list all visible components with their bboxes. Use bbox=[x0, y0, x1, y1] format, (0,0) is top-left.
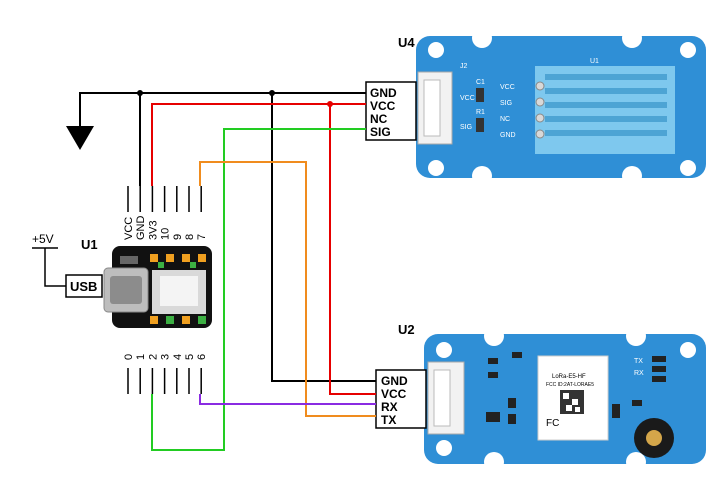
u2-pin-tx: TX bbox=[381, 413, 396, 427]
u2-ref-label: U2 bbox=[398, 322, 415, 337]
u4-sensor-label: U1 bbox=[590, 58, 599, 65]
u4-r1-label: R1 bbox=[476, 109, 485, 116]
u1-top-pin-label: 3V3 bbox=[147, 220, 159, 240]
u4-j2-label: J2 bbox=[460, 63, 468, 70]
u1-bottom-pin-label: 1 bbox=[135, 354, 147, 360]
u4-pin-nc: NC bbox=[370, 112, 388, 126]
u1-top-pin-label: VCC bbox=[123, 217, 135, 240]
power-wire bbox=[44, 248, 66, 287]
vcc-net bbox=[151, 101, 376, 395]
u2-pin-rx: RX bbox=[381, 400, 398, 414]
u4-pin-gnd: GND bbox=[370, 86, 397, 100]
u2-led-tx: TX bbox=[634, 358, 643, 365]
u4-c1-label: C1 bbox=[476, 79, 485, 86]
u4-board-pin: GND bbox=[500, 132, 516, 139]
u2-board-image: LoRa-E5-HF FCC ID:2AT-LORAE5 FC TX RX bbox=[424, 326, 706, 472]
u4-board-image: J2 C1 R1 U1 VCC SIG NC GND VCC SIG bbox=[416, 28, 706, 186]
u1-top-pin-label: 8 bbox=[184, 234, 196, 240]
u4-pin-vcc: VCC bbox=[370, 99, 396, 113]
u1-bottom-pin-label: 4 bbox=[172, 354, 184, 360]
u4-pin-sig: SIG bbox=[370, 125, 391, 139]
u2-fc-mark: FC bbox=[546, 418, 559, 429]
u4-pin-header bbox=[365, 81, 417, 141]
u4-board-pin: VCC bbox=[500, 84, 515, 91]
svg-text:VCC: VCC bbox=[460, 95, 475, 102]
u1-bottom-pin-label: 3 bbox=[160, 354, 172, 360]
u4-ref-label: U4 bbox=[398, 35, 415, 50]
u1-board-image bbox=[103, 246, 212, 328]
svg-text:SIG: SIG bbox=[460, 124, 472, 131]
u4-board-pin: SIG bbox=[500, 100, 512, 107]
u1-bottom-pin-label: 5 bbox=[184, 354, 196, 360]
u1-top-pin-label: 10 bbox=[160, 228, 172, 240]
u4-board-pin: NC bbox=[500, 116, 510, 123]
tx-wire bbox=[199, 161, 376, 417]
u1-top-pin-stubs bbox=[127, 186, 202, 212]
u1-usb-label: USB bbox=[70, 279, 97, 294]
u1-bottom-pin-label: 0 bbox=[123, 354, 135, 360]
u1-top-pin-label: 9 bbox=[172, 234, 184, 240]
junction-dot bbox=[269, 90, 275, 96]
u2-module-label: LoRa-E5-HF bbox=[552, 374, 586, 380]
u1-bottom-pin-label: 2 bbox=[147, 354, 159, 360]
power-label: +5V bbox=[32, 232, 54, 246]
u2-pin-header bbox=[375, 369, 427, 429]
sig-wire bbox=[151, 128, 366, 451]
junction-dot bbox=[137, 90, 143, 96]
u2-pin-vcc: VCC bbox=[381, 387, 407, 401]
u1-top-pin-label: 7 bbox=[196, 234, 208, 240]
u2-module-sub: FCC ID:2AT-LORAE5 bbox=[546, 382, 594, 388]
junction-dot bbox=[327, 101, 333, 107]
rx-wire bbox=[199, 394, 376, 405]
gnd-net bbox=[66, 90, 376, 382]
u2-led-rx: RX bbox=[634, 370, 644, 377]
u1-bottom-pin-label: 6 bbox=[196, 354, 208, 360]
u2-pin-gnd: GND bbox=[381, 374, 408, 388]
mount-hole-icon bbox=[428, 160, 444, 176]
u1-bottom-pin-stubs bbox=[127, 368, 202, 394]
u1-top-pin-label: GND bbox=[135, 216, 147, 241]
ground-symbol-icon bbox=[66, 126, 94, 150]
u1-ref-label: U1 bbox=[81, 237, 98, 252]
